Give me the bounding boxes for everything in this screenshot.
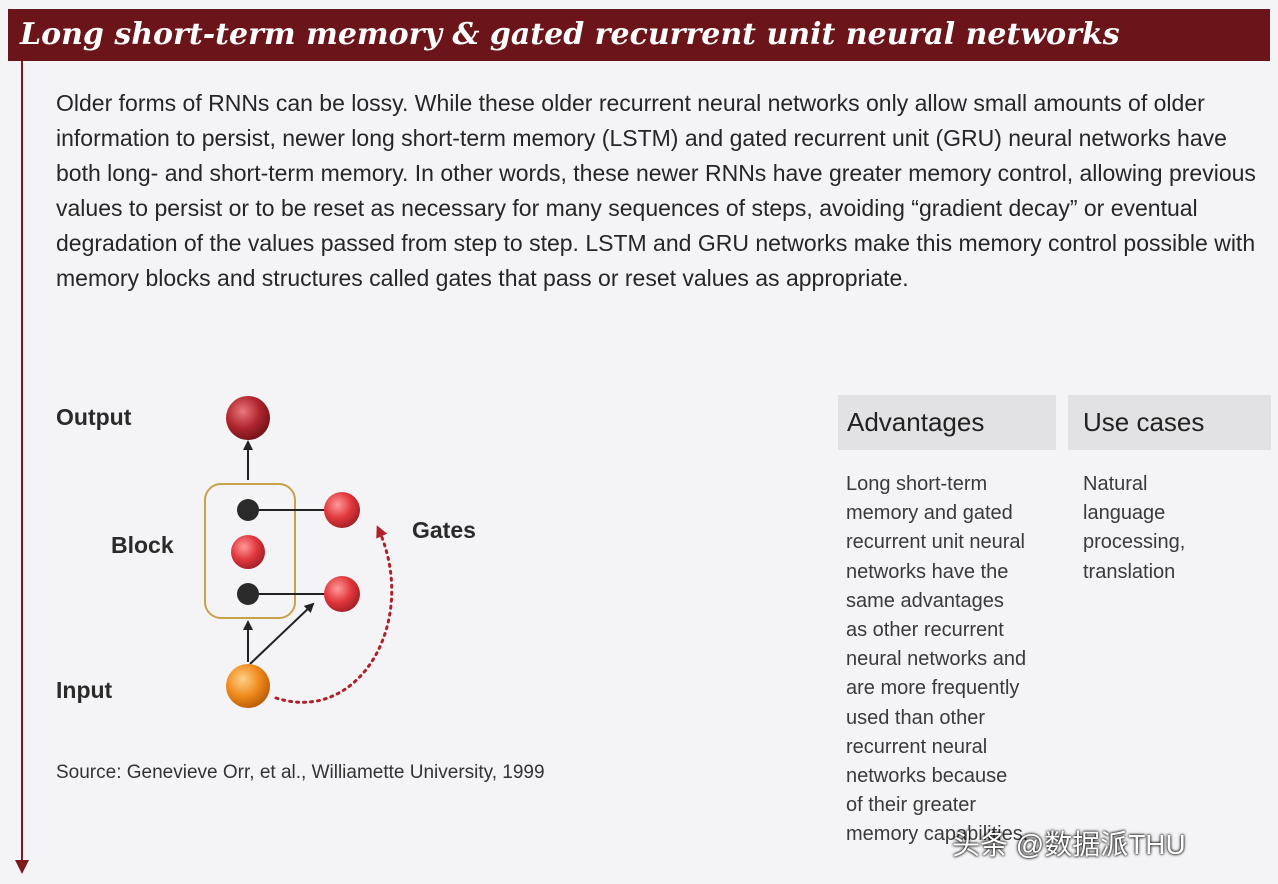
use-cases-line: translation bbox=[1083, 560, 1176, 583]
feedback-dotted-arrow bbox=[274, 525, 394, 704]
output-label: Output bbox=[56, 404, 132, 430]
advantages-line: neural networks and bbox=[846, 648, 1027, 671]
input-to-gate-arrow bbox=[249, 602, 315, 665]
page-title: Long short-term memory & gated recurrent… bbox=[20, 17, 1120, 52]
input-label: Input bbox=[56, 677, 113, 703]
use-cases-line: processing, bbox=[1083, 531, 1186, 554]
advantages-heading: Advantages bbox=[838, 395, 1056, 450]
lstm-diagram bbox=[204, 396, 394, 708]
gate-connectors bbox=[248, 509, 325, 595]
use-cases-line: Natural bbox=[1083, 473, 1148, 495]
advantages-line: of their greater bbox=[846, 794, 977, 817]
block-cell-node bbox=[231, 535, 265, 569]
advantages-line: recurrent neural bbox=[846, 735, 988, 758]
advantages-line: networks have the bbox=[846, 560, 1009, 583]
block-dot-bottom bbox=[237, 583, 259, 605]
gates-label: Gates bbox=[412, 517, 476, 543]
input-node bbox=[226, 664, 270, 708]
title-banner: Long short-term memory & gated recurrent… bbox=[8, 9, 1270, 61]
block-label: Block bbox=[111, 532, 174, 558]
advantages-line: memory and gated bbox=[846, 502, 1013, 525]
advantages-line: used than other bbox=[846, 706, 985, 729]
memory-block bbox=[204, 483, 296, 619]
block-dot-top bbox=[237, 499, 259, 521]
intro-paragraph: Older forms of RNNs can be lossy. While … bbox=[56, 90, 1256, 291]
advantages-line: as other recurrent bbox=[846, 619, 1004, 642]
advantages-line: memory capabilities. bbox=[846, 823, 1029, 846]
advantages-line: Long short-term bbox=[846, 473, 988, 495]
gate-node-bottom bbox=[324, 576, 360, 612]
advantages-line: networks because bbox=[846, 765, 1008, 788]
gate-node-top bbox=[324, 492, 360, 528]
left-rule-line bbox=[21, 61, 23, 864]
down-arrow-icon bbox=[15, 860, 29, 874]
source-note: Source: Genevieve Orr, et al., Williamet… bbox=[56, 762, 545, 783]
advantages-line: same advantages bbox=[846, 589, 1004, 612]
use-cases-text: Natural language processing, translation bbox=[1083, 470, 1268, 587]
advantages-text: Long short-term memory and gated recurre… bbox=[846, 470, 1061, 850]
advantages-line: are more frequently bbox=[846, 677, 1020, 700]
output-node bbox=[226, 396, 270, 440]
advantages-line: recurrent unit neural bbox=[846, 531, 1025, 554]
use-cases-heading: Use cases bbox=[1068, 395, 1271, 450]
use-cases-line: language bbox=[1083, 502, 1166, 525]
watermark: 头条 @数据派THU bbox=[952, 829, 1186, 860]
